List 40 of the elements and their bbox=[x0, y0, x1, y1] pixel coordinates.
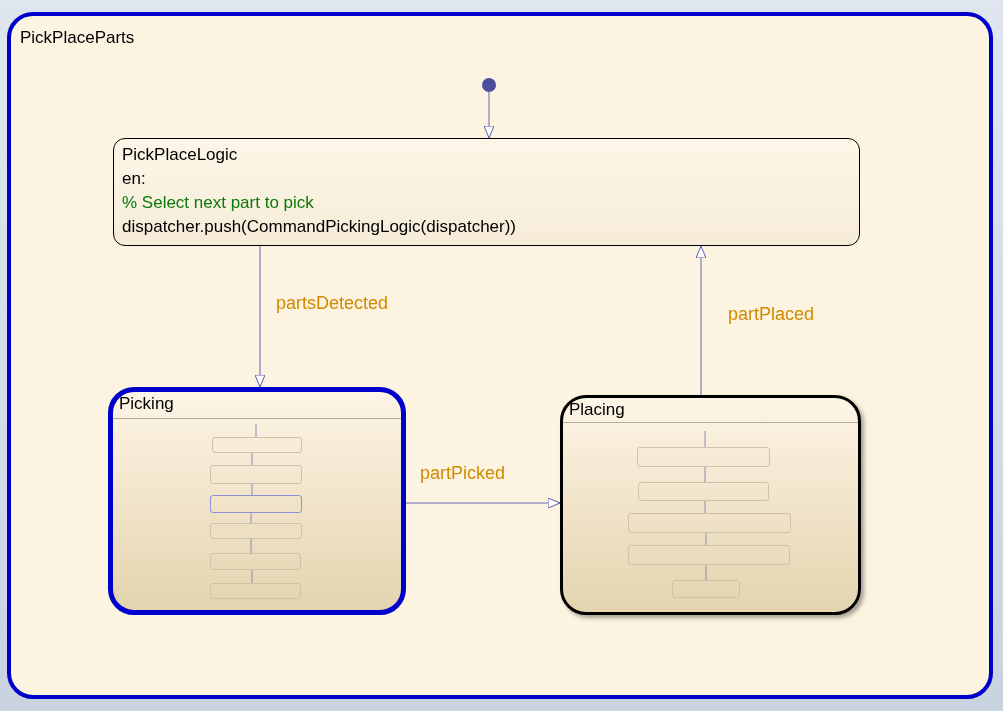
chart-container bbox=[7, 12, 993, 699]
state-box bbox=[108, 387, 406, 615]
substate-box bbox=[637, 447, 770, 467]
state-box bbox=[560, 395, 861, 615]
connector-line bbox=[251, 452, 253, 466]
connector-line bbox=[705, 532, 707, 546]
substate-box bbox=[210, 553, 301, 570]
connector-line bbox=[251, 483, 253, 496]
substate-box bbox=[210, 523, 302, 539]
state-name: PickPlaceLogic bbox=[122, 144, 238, 166]
state-action-text: en: bbox=[122, 168, 146, 190]
substate-box bbox=[628, 513, 791, 533]
transition-label: partPlaced bbox=[728, 303, 815, 325]
connector-line bbox=[704, 500, 706, 514]
substate-box bbox=[210, 583, 301, 599]
state-name: PickPlaceParts bbox=[20, 28, 135, 48]
connector-line bbox=[705, 564, 707, 581]
state-box bbox=[113, 138, 860, 246]
connector-line bbox=[251, 569, 253, 584]
transition-arrow bbox=[254, 245, 266, 388]
transition-label: partsDetected bbox=[276, 292, 389, 314]
state-action-text: dispatcher.push(CommandPickingLogic(dispatcher)) bbox=[122, 216, 517, 238]
substate-box bbox=[628, 545, 790, 565]
state-name: Picking bbox=[119, 394, 174, 414]
substate-box bbox=[672, 580, 740, 598]
connector-line bbox=[704, 466, 706, 483]
substate-box bbox=[638, 482, 769, 501]
connector-line bbox=[704, 430, 706, 448]
code-comment: % Select next part to pick bbox=[122, 192, 314, 214]
transition-arrow bbox=[483, 91, 495, 139]
transition-arrow bbox=[695, 245, 707, 396]
substate-box bbox=[210, 495, 302, 513]
connector-line bbox=[255, 423, 257, 438]
connector-line bbox=[250, 538, 252, 554]
state-name: Placing bbox=[569, 400, 625, 420]
connector-line bbox=[250, 512, 252, 524]
transition-label: partPicked bbox=[420, 462, 506, 484]
substate-box bbox=[212, 437, 302, 453]
substate-box bbox=[210, 465, 302, 484]
transition-arrow bbox=[405, 497, 561, 509]
